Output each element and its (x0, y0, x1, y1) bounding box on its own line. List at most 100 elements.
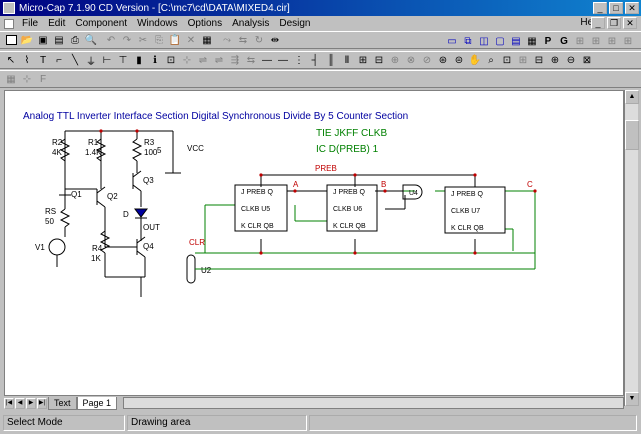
pan-icon[interactable]: ✋ (468, 54, 482, 66)
attr-icon-3[interactable]: ⊞ (607, 35, 617, 47)
document-icon[interactable] (4, 18, 14, 29)
transistor-q4[interactable] (104, 229, 146, 277)
menu-help[interactable]: Help (580, 17, 601, 28)
horizontal-scrollbar[interactable] (123, 397, 624, 409)
show-text-icon[interactable]: ⇌ (214, 54, 224, 66)
find-icon[interactable]: ⊘ (422, 54, 432, 66)
pin-icon[interactable]: ⊢ (102, 54, 112, 66)
menu-file[interactable]: File (22, 18, 39, 29)
print-preview-icon[interactable]: 🔍 (84, 34, 98, 46)
close-icon[interactable]: ✕ (625, 2, 639, 14)
attr-icon-1[interactable]: ⊞ (575, 35, 585, 47)
window-split-icon[interactable]: ◫ (479, 35, 489, 47)
schematic-canvas[interactable]: Analog TTL Inverter Interface Section Di… (4, 90, 624, 396)
pin-connections-icon[interactable]: ⇆ (246, 54, 256, 66)
zoom-icon[interactable]: ⊛ (438, 54, 448, 66)
diode-d[interactable] (134, 208, 148, 218)
show-values-icon[interactable]: ⇌ (198, 54, 208, 66)
scroll-up-icon[interactable]: ▲ (625, 90, 639, 104)
mdi-minimize-icon[interactable]: _ (591, 17, 605, 29)
page-icon[interactable]: ⊟ (534, 54, 544, 66)
probe-p-icon[interactable]: P (544, 35, 552, 47)
clr-switch[interactable] (186, 254, 196, 284)
graph-g-icon[interactable]: G (560, 35, 568, 47)
save-all-icon[interactable]: ▤ (54, 34, 64, 46)
snap-icon[interactable]: ⊹ (22, 73, 32, 85)
flipflop-u5[interactable] (234, 184, 288, 232)
scroll-down-icon[interactable]: ▼ (625, 392, 639, 406)
help-icon[interactable]: ⊡ (166, 54, 176, 66)
mirror-icon[interactable]: ⇆ (238, 34, 248, 46)
calculator-icon[interactable]: ▦ (527, 35, 537, 47)
tab-page-1[interactable]: Page 1 (76, 396, 118, 410)
flag-icon[interactable]: ⊤ (118, 54, 128, 66)
window-full-icon[interactable]: ▢ (495, 35, 505, 47)
save-icon[interactable]: ▣ (38, 34, 48, 46)
copy-icon[interactable]: ⎘ (155, 34, 163, 46)
window-tile-icon[interactable]: ▭ (447, 35, 457, 47)
node-icon[interactable]: ▮ (136, 54, 142, 66)
tab-next-icon[interactable]: ▶ (26, 397, 36, 409)
open-folder-icon[interactable]: 📂 (20, 34, 34, 46)
tab-first-icon[interactable]: |◀ (4, 397, 14, 409)
menu-component[interactable]: Component (75, 18, 128, 29)
resistor-r2[interactable] (59, 138, 71, 162)
zoom-in-icon[interactable]: ⊕ (550, 54, 560, 66)
power-icon[interactable]: ⊞ (358, 54, 368, 66)
select-all-icon[interactable]: ▦ (202, 34, 212, 46)
diagonal-wire-icon[interactable]: ╲ (71, 54, 79, 66)
flag-f-icon[interactable]: F (39, 73, 47, 85)
redo-icon[interactable]: ↷ (122, 34, 132, 46)
attribute-icon[interactable]: ⊡ (502, 54, 512, 66)
menu-design[interactable]: Design (279, 18, 311, 29)
select-arrow-icon[interactable]: ↖ (6, 54, 16, 66)
bus-entry-icon[interactable]: ┤ (311, 54, 319, 66)
print-icon[interactable]: ⎙ (71, 34, 79, 46)
menu-options[interactable]: Options (187, 18, 223, 29)
info-icon[interactable]: ℹ (153, 54, 157, 66)
flip-icon[interactable]: ⇹ (270, 34, 280, 46)
app-icon[interactable] (3, 2, 15, 14)
bus-icon[interactable]: ⋮ (294, 54, 304, 66)
attr-icon-2[interactable]: ⊞ (591, 35, 601, 47)
line-icon[interactable]: — (262, 54, 272, 66)
resistor-rs[interactable] (59, 208, 71, 228)
window-list-icon[interactable]: ▤ (511, 35, 521, 47)
schematic-svg[interactable]: Analog TTL Inverter Interface Section Di… (5, 91, 624, 396)
binoculars-icon[interactable]: ⌕ (488, 54, 494, 66)
flipflop-u7[interactable] (444, 186, 506, 234)
menu-edit[interactable]: Edit (48, 18, 66, 29)
transistor-q3[interactable] (132, 161, 142, 207)
rectangle-icon[interactable]: — (278, 54, 288, 66)
mdi-close-icon[interactable]: ✕ (623, 17, 637, 29)
vertical-scrollbar[interactable]: ▲ ▼ (624, 90, 639, 406)
node-numbers-icon[interactable]: ⊕ (390, 54, 400, 66)
wire-mode-icon[interactable]: ⌇ (24, 54, 30, 66)
undo-icon[interactable]: ↶ (106, 34, 116, 46)
wire-icon[interactable]: ⌐ (56, 54, 62, 66)
maximize-icon[interactable]: □ (609, 2, 623, 14)
text-mode-icon[interactable]: T (39, 54, 47, 66)
zoom-window-icon[interactable]: ⊠ (582, 54, 592, 66)
condition-icon[interactable]: ⊟ (374, 54, 384, 66)
transistor-q1[interactable] (59, 188, 97, 203)
delete-icon[interactable]: ✕ (186, 34, 196, 46)
scroll-thumb[interactable] (625, 120, 639, 150)
ground-icon[interactable]: ⏚ (86, 56, 96, 68)
grid-toggle-icon[interactable]: ▦ (6, 73, 16, 85)
window-cascade-icon[interactable]: ⧉ (464, 35, 472, 47)
resistor-r1[interactable] (95, 138, 107, 162)
transistor-q2[interactable] (96, 161, 106, 229)
and-gate-u4[interactable] (402, 184, 423, 200)
menu-windows[interactable]: Windows (137, 18, 178, 29)
new-file-icon[interactable] (4, 33, 18, 47)
grid-icon[interactable]: ⊹ (182, 54, 192, 66)
zoom-fit-icon[interactable]: ⊜ (454, 54, 464, 66)
voltage-icon[interactable]: ║ (327, 54, 335, 66)
resistor-r4[interactable] (99, 230, 111, 254)
attr-icon-4[interactable]: ⊞ (623, 35, 633, 47)
paste-icon[interactable]: 📋 (168, 34, 182, 46)
tab-last-icon[interactable]: ▶| (37, 397, 47, 409)
flipflop-u6[interactable] (326, 184, 378, 232)
component-icon[interactable]: ⊞ (518, 54, 528, 66)
